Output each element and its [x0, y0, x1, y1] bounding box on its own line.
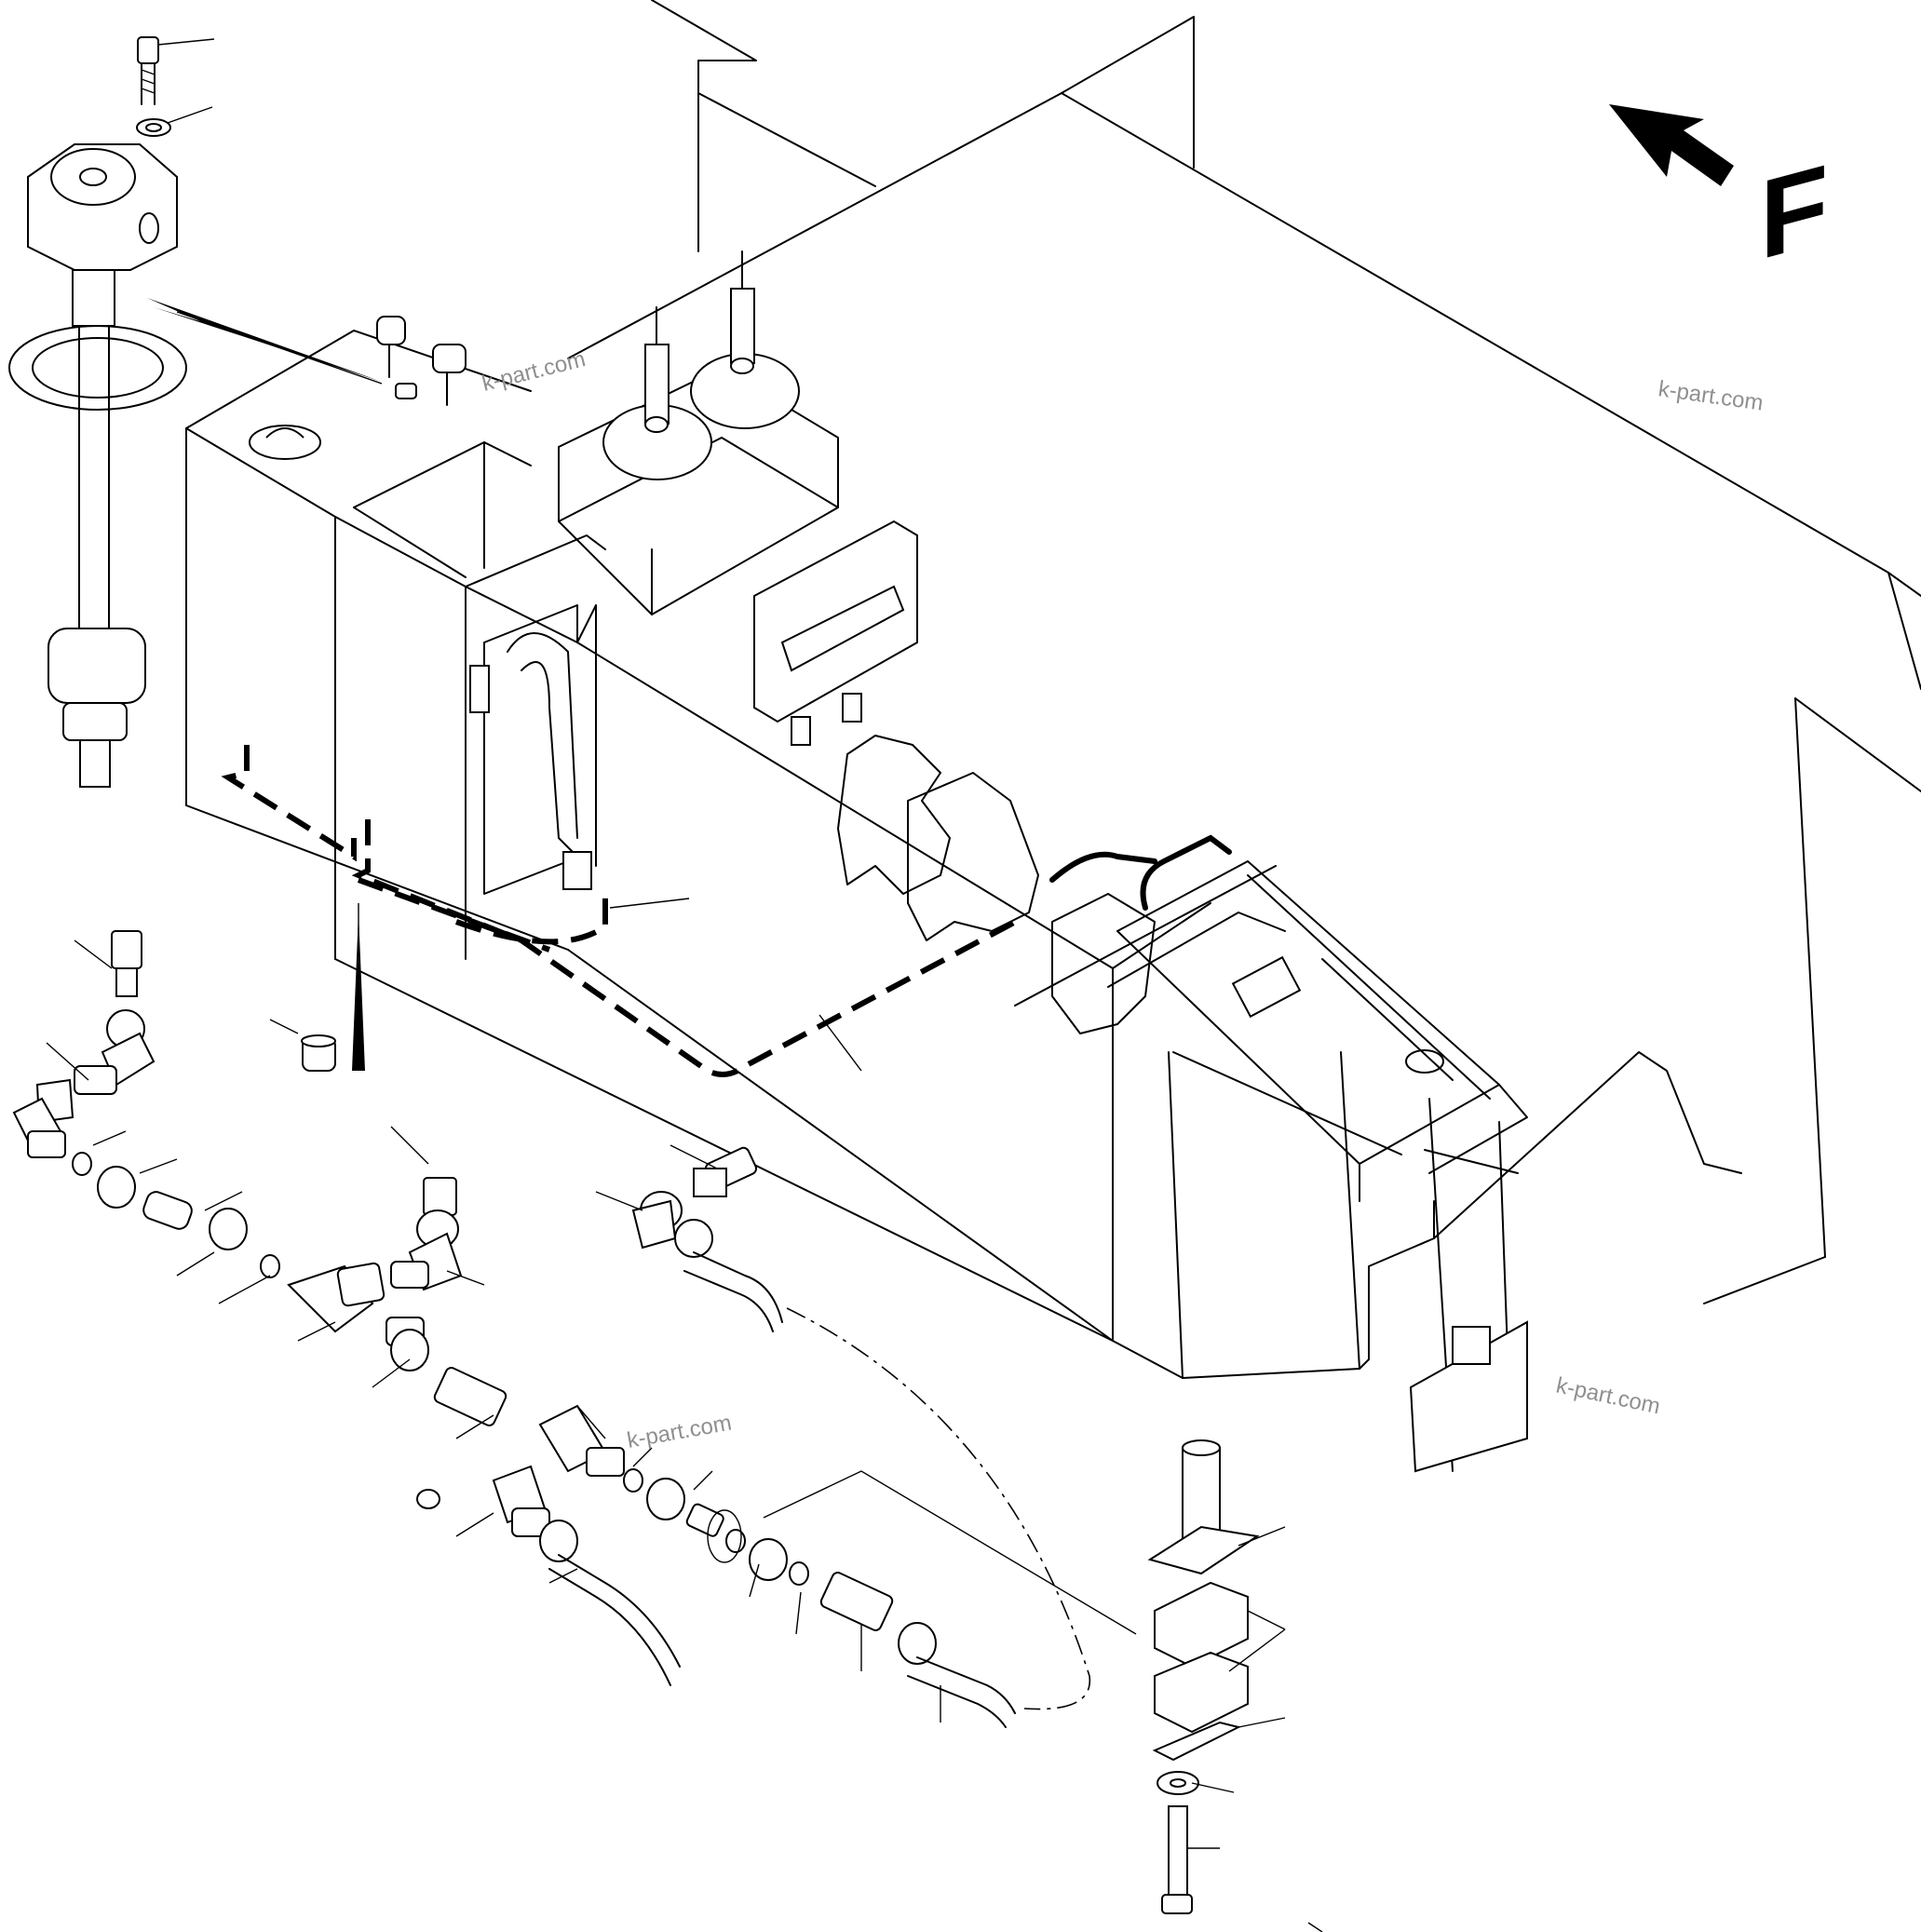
fittings-left [12, 930, 937, 1665]
watermark: k-part.com [1657, 376, 1765, 416]
level-gauge [8, 36, 215, 788]
cab-body [567, 0, 1921, 1379]
drain-plug [301, 1034, 336, 1072]
lever-mechanism [1116, 860, 1528, 1473]
mount-stack [1147, 1439, 1260, 1914]
hydraulic-tank [185, 330, 1114, 1342]
hoses [548, 1251, 1091, 1728]
filter-assembly [376, 250, 839, 615]
direction-arrow-icon [1609, 104, 1734, 186]
direction-label: F [1760, 140, 1828, 283]
watermark: k-part.com [1554, 1372, 1662, 1419]
watermark: k-part.com [480, 346, 588, 397]
direction-arrow: F [1609, 104, 1828, 283]
pipe-route-dashed [221, 745, 1232, 1077]
callout-leaders [46, 898, 1323, 1932]
suction-hose [469, 632, 592, 890]
leader-arrows [147, 298, 383, 1071]
watermark: k-part.com [625, 1411, 733, 1453]
control-valve [753, 520, 1286, 1034]
